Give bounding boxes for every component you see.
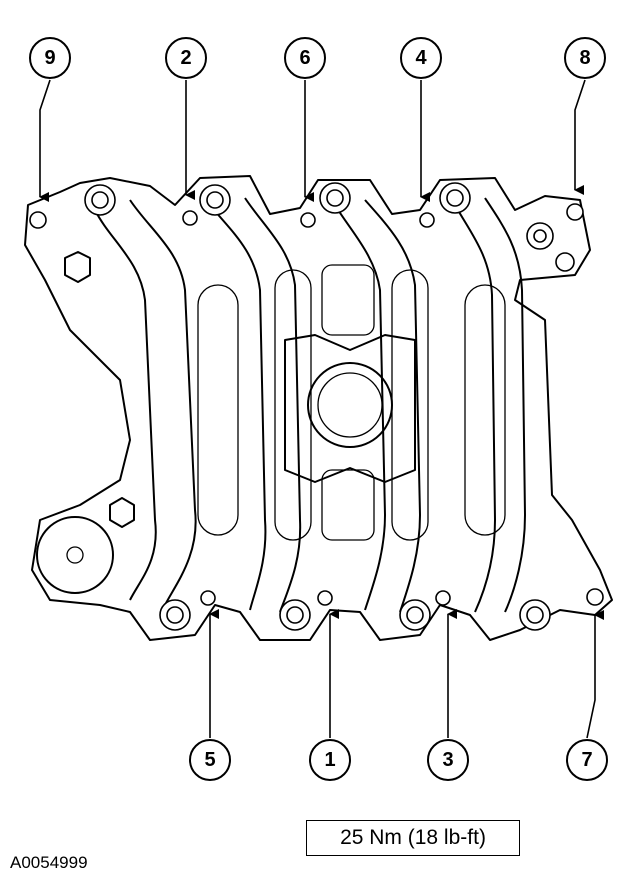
callout-4: 4 (400, 37, 442, 79)
callout-3-label: 3 (442, 749, 453, 771)
callout-9-label: 9 (44, 47, 55, 69)
callout-4-label: 4 (415, 47, 427, 69)
callout-1-label: 1 (324, 749, 335, 771)
callout-6-label: 6 (299, 47, 310, 69)
figure-id: A0054999 (10, 853, 88, 872)
callout-8-label: 8 (579, 47, 590, 69)
bolt-bosses (84, 182, 575, 631)
torque-spec-label: 25 Nm (18 lb-ft) (340, 826, 486, 849)
callout-7: 7 (566, 739, 608, 781)
sequence-bolt-holes (29, 203, 604, 606)
callout-3: 3 (427, 739, 469, 781)
callout-2-label: 2 (180, 47, 191, 69)
callout-1: 1 (309, 739, 351, 781)
callout-8: 8 (564, 37, 606, 79)
manifold-body (24, 175, 613, 641)
leader-arrows (39, 79, 604, 739)
callout-5: 5 (189, 739, 231, 781)
callout-9: 9 (29, 37, 71, 79)
torque-spec-box: 25 Nm (18 lb-ft) (306, 820, 520, 856)
callout-6: 6 (284, 37, 326, 79)
callout-2: 2 (165, 37, 207, 79)
callout-5-label: 5 (204, 749, 215, 771)
callout-7-label: 7 (581, 749, 592, 771)
